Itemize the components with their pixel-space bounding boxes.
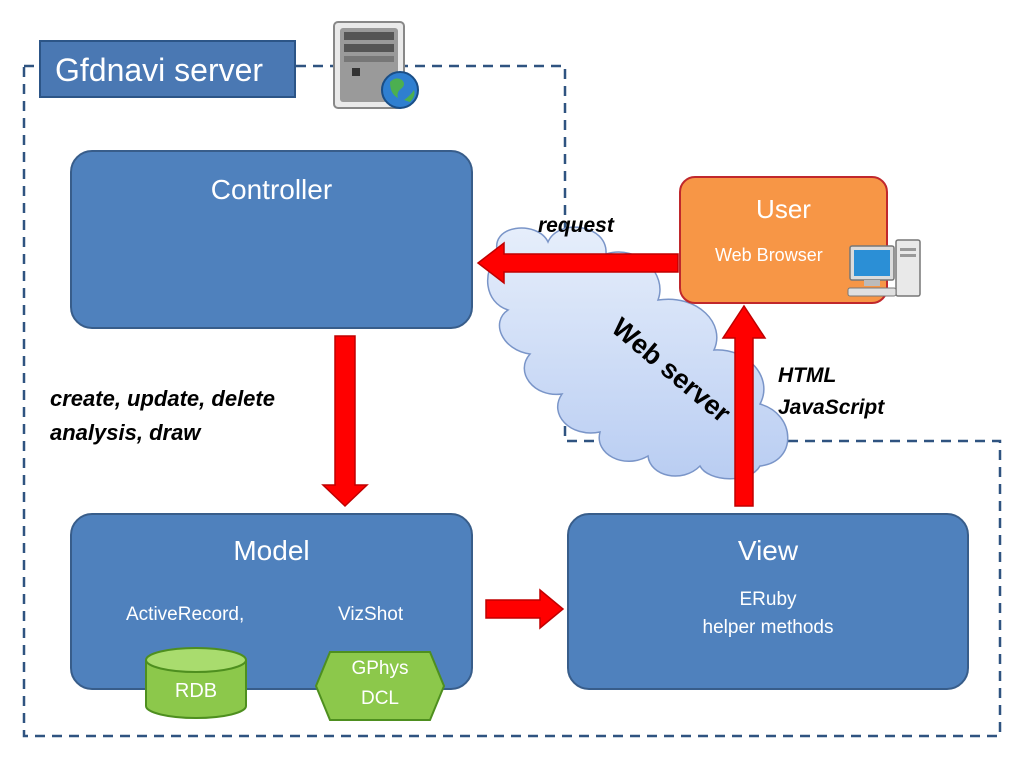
server-icon (333, 21, 419, 109)
model-activerecord-label: ActiveRecord, (126, 604, 245, 625)
gphys-label: GPhys (351, 658, 409, 679)
request-arrow (476, 241, 679, 285)
rdb-cylinder (145, 647, 247, 719)
dcl-label: DCL (360, 688, 399, 709)
computer-icon (847, 239, 921, 297)
model-title: Model (233, 535, 310, 566)
crud-label-line1: create, update, delete (50, 386, 275, 411)
view-to-user-arrow (721, 304, 767, 507)
controller-box: Controller (70, 150, 473, 329)
controller-title: Controller (210, 174, 333, 205)
view-line2: helper methods (702, 617, 834, 638)
model-vizshot-label: VizShot (338, 604, 404, 625)
user-box: User Web Browser (679, 176, 888, 304)
server-title: Gfdnavi server (39, 40, 296, 98)
html-label: HTML (778, 364, 837, 387)
rdb-label: RDB (174, 680, 218, 702)
user-title: User (756, 194, 811, 224)
view-box: View ERuby helper methods (567, 513, 969, 690)
view-title: View (737, 535, 799, 566)
user-subtitle: Web Browser (715, 245, 823, 265)
crud-label-line2: analysis, draw (50, 420, 201, 445)
gphys-dcl-hexagon (314, 651, 446, 721)
view-line1: ERuby (739, 589, 797, 610)
model-to-view-arrow (485, 588, 565, 630)
javascript-label: JavaScript (778, 396, 885, 419)
controller-to-model-arrow (321, 335, 369, 508)
request-label: request (538, 214, 614, 237)
